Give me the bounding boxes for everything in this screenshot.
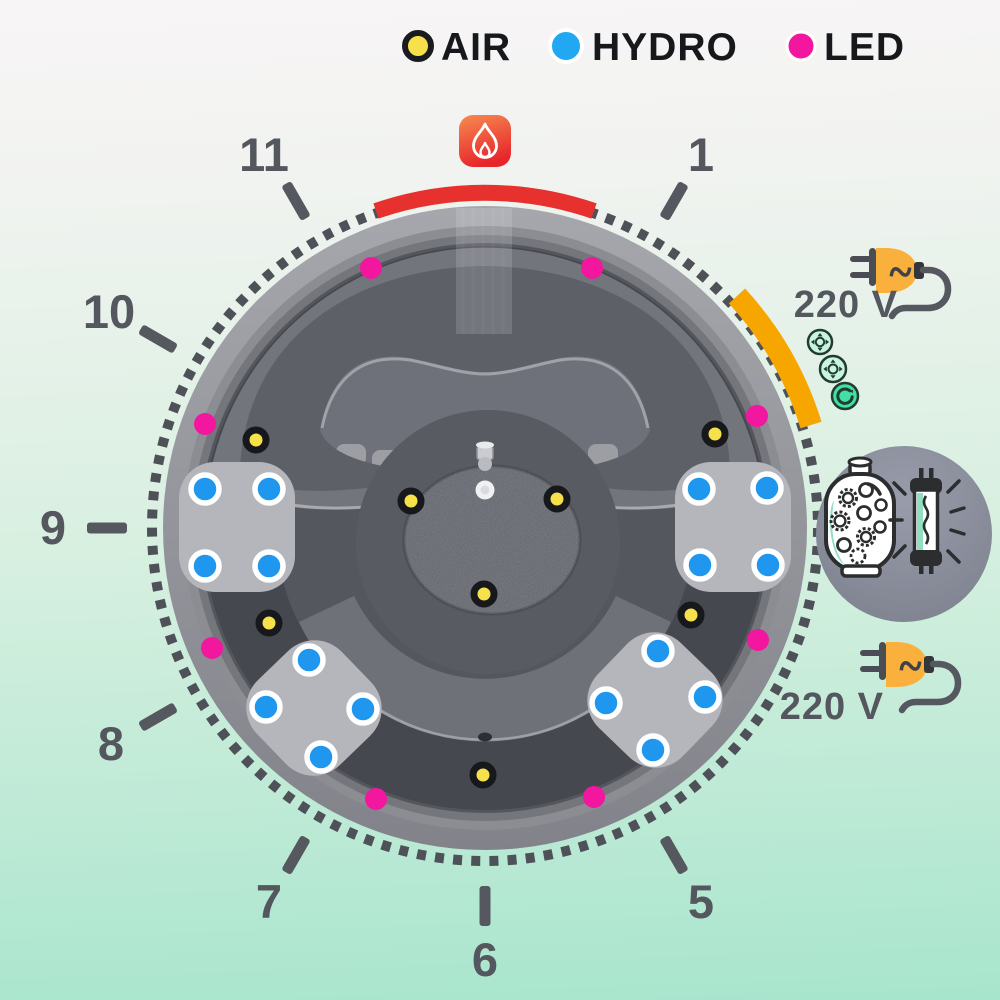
tick-1 bbox=[660, 182, 688, 220]
jet-nozzle-icon bbox=[806, 328, 834, 356]
waterfall-feature bbox=[456, 208, 512, 334]
hot-tub-illustration bbox=[163, 206, 807, 850]
light-rays bbox=[888, 479, 966, 564]
legend-air-label: AIR bbox=[441, 26, 511, 69]
dial-number-5: 5 bbox=[688, 875, 714, 928]
heater-fire-icon bbox=[459, 115, 511, 167]
air-dot-icon bbox=[402, 30, 434, 62]
chrome-fitting bbox=[476, 441, 494, 471]
tick-9 bbox=[87, 522, 127, 534]
tick-7 bbox=[282, 836, 310, 874]
led-light bbox=[583, 786, 605, 808]
footwell-texture bbox=[404, 466, 580, 614]
heater-zone-arc bbox=[373, 184, 597, 219]
hydro-jet bbox=[188, 472, 222, 506]
air-jet bbox=[543, 485, 571, 513]
dial-number-6: 6 bbox=[472, 933, 498, 986]
air-jets bbox=[242, 420, 729, 789]
control-icons bbox=[806, 328, 860, 411]
hydro-jet bbox=[750, 471, 784, 505]
legend-item-led: LED bbox=[785, 26, 905, 69]
air-jet bbox=[397, 487, 425, 515]
led-light bbox=[201, 637, 223, 659]
voltage-label-top: 220 V bbox=[794, 284, 898, 326]
filtration-pump-icon bbox=[824, 456, 896, 578]
tick-10 bbox=[139, 325, 177, 353]
dial-ticks bbox=[87, 182, 688, 926]
jet-pad-bottom-left bbox=[246, 640, 382, 776]
legend-item-hydro: HYDRO bbox=[548, 26, 738, 69]
legend-hydro-label: HYDRO bbox=[592, 26, 738, 69]
cushion-highlight bbox=[320, 357, 650, 429]
legend: AIR HYDRO LED bbox=[402, 26, 905, 69]
underwater-light-inner bbox=[480, 485, 490, 495]
jet-nozzle-icon bbox=[818, 354, 848, 384]
power-zone-arc bbox=[728, 288, 822, 429]
hydro-dot-icon bbox=[548, 28, 584, 64]
drain bbox=[478, 732, 492, 742]
air-jet bbox=[255, 609, 283, 637]
hydro-jet bbox=[589, 686, 623, 720]
uv-lamp-icon bbox=[888, 468, 966, 574]
jet-pad-bottom-right bbox=[587, 632, 723, 768]
dial-number-10: 10 bbox=[83, 285, 135, 338]
dial-number-1: 1 bbox=[688, 128, 714, 181]
led-light bbox=[194, 413, 216, 435]
rotate-power-icon bbox=[830, 381, 860, 411]
hydro-jet bbox=[292, 643, 326, 677]
led-light bbox=[581, 257, 603, 279]
tick-6 bbox=[479, 886, 491, 926]
led-light bbox=[747, 629, 769, 651]
led-light bbox=[746, 405, 768, 427]
hydro-jet bbox=[249, 690, 283, 724]
hydro-jet bbox=[252, 549, 286, 583]
hydro-jet bbox=[346, 692, 380, 726]
dial-number-7: 7 bbox=[256, 875, 282, 928]
legend-led-label: LED bbox=[824, 26, 905, 69]
voltage-label-bottom: 220 V bbox=[780, 686, 884, 728]
tick-11 bbox=[282, 182, 310, 220]
dial-numbers: 11 1 10 9 8 7 6 5 bbox=[40, 128, 714, 986]
tick-8 bbox=[139, 703, 177, 731]
hydro-jet bbox=[641, 634, 675, 668]
air-jet bbox=[469, 761, 497, 789]
dial-number-8: 8 bbox=[98, 717, 124, 770]
air-jet bbox=[701, 420, 729, 448]
led-light bbox=[360, 257, 382, 279]
dial-number-9: 9 bbox=[40, 501, 66, 554]
air-jet bbox=[677, 601, 705, 629]
equipment-bubble bbox=[816, 446, 992, 622]
hydro-jets bbox=[188, 471, 785, 774]
bottom-bench bbox=[299, 596, 671, 741]
hydro-jet bbox=[304, 740, 338, 774]
legend-item-air: AIR bbox=[402, 26, 511, 69]
hydro-jet bbox=[682, 472, 716, 506]
hydro-jet bbox=[683, 548, 717, 582]
tick-5 bbox=[660, 836, 688, 874]
air-jet bbox=[242, 426, 270, 454]
hydro-jet bbox=[751, 548, 785, 582]
led-light bbox=[365, 788, 387, 810]
dial-number-11: 11 bbox=[239, 128, 289, 181]
hydro-jet bbox=[188, 549, 222, 583]
led-dot-icon bbox=[785, 30, 817, 62]
hydro-jet bbox=[688, 680, 722, 714]
hydro-jet bbox=[252, 472, 286, 506]
hydro-jet bbox=[636, 733, 670, 767]
led-lights bbox=[194, 257, 769, 810]
air-jet bbox=[470, 580, 498, 608]
